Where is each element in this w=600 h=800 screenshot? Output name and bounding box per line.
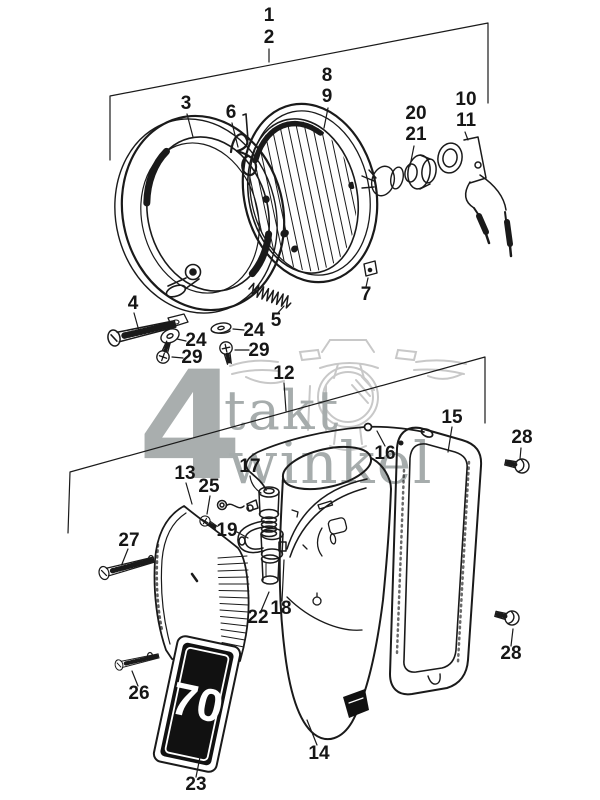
part-23-badge: 70	[152, 635, 242, 773]
assembly-bracket-case	[67, 356, 486, 534]
part-18-bulb-holder	[260, 527, 287, 560]
part-10-11-connector	[437, 136, 513, 258]
callout-23: 23	[185, 774, 206, 795]
callout-19: 19	[216, 520, 237, 541]
part-27-screw	[98, 553, 155, 580]
part-26-screw	[114, 651, 160, 671]
callout-28b: 28	[500, 643, 521, 664]
watermark-text: 4 takt winkel	[138, 340, 432, 514]
callout-1: 1	[264, 5, 275, 26]
callout-11: 11	[456, 110, 477, 131]
part-24-washer-b	[210, 322, 232, 334]
part-7-plate-nut	[363, 260, 378, 277]
part-20-21-socket	[404, 154, 437, 190]
watermark-takt: takt	[224, 379, 340, 442]
leader-lines	[121, 48, 522, 778]
callout-2: 2	[264, 27, 275, 48]
callout-5: 5	[271, 310, 282, 331]
badge-number: 70	[167, 671, 228, 733]
callouts: 1 2 3 6 8 9 20 21 10 11 4 24 29 24 29 5 …	[118, 5, 532, 795]
callout-25: 25	[198, 476, 220, 497]
watermark-4: 4	[138, 340, 242, 514]
part-24-washer-a	[160, 328, 180, 344]
part-3-headlight-rim	[114, 113, 286, 328]
callout-16: 16	[374, 443, 395, 464]
callout-9: 9	[322, 86, 333, 107]
headlight-bulb	[361, 165, 404, 197]
callout-10: 10	[455, 89, 476, 110]
callout-21: 21	[405, 124, 427, 145]
callout-17: 17	[239, 456, 260, 477]
callout-22: 22	[247, 607, 268, 628]
part-5-spring	[248, 282, 292, 309]
callout-8: 8	[322, 65, 333, 86]
callout-27: 27	[118, 530, 139, 551]
callout-4: 4	[128, 293, 139, 314]
part-22-bulb	[260, 554, 280, 585]
callout-15: 15	[441, 407, 463, 428]
callout-28a: 28	[511, 427, 532, 448]
callout-20: 20	[405, 103, 426, 124]
assembly-bracket-headlight	[109, 22, 489, 161]
part-28-bolt-lower	[494, 607, 521, 626]
callout-7: 7	[361, 284, 372, 305]
callout-26: 26	[128, 683, 149, 704]
part-16-wire	[245, 422, 434, 491]
callout-18: 18	[270, 598, 291, 619]
callout-29a: 29	[181, 347, 202, 368]
callout-3: 3	[181, 93, 192, 114]
callout-29b: 29	[248, 340, 269, 361]
callout-24b: 24	[243, 320, 265, 341]
callout-13: 13	[174, 463, 195, 484]
callout-14: 14	[308, 743, 330, 764]
part-19-bracket	[237, 516, 278, 554]
callout-24a: 24	[185, 330, 207, 351]
part-14-front-cover	[278, 445, 392, 741]
part-15-gasket	[389, 426, 483, 696]
part-8-9-lens	[239, 102, 379, 284]
callout-12: 12	[273, 363, 294, 384]
callout-6: 6	[226, 102, 237, 123]
part-28-bolt-upper	[504, 456, 530, 475]
